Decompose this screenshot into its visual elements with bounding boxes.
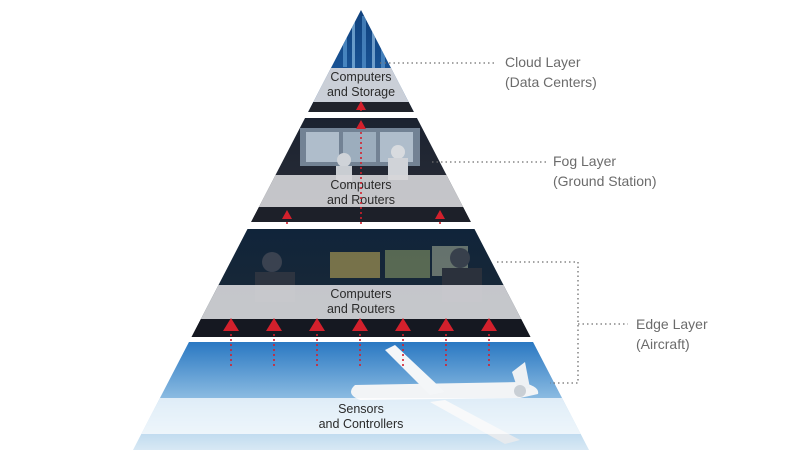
- cloud-band-label-line2: and Storage: [327, 85, 395, 99]
- cloud-layer-subtitle: (Data Centers): [505, 74, 597, 90]
- fog-band-shadow: [133, 207, 589, 222]
- edge-band-label-line1: Computers: [330, 287, 391, 301]
- fog-band-label-line1: Computers: [330, 178, 391, 192]
- up-arrow-icon: [395, 318, 411, 331]
- leader-lines: [380, 62, 628, 384]
- up-arrow-icon: [438, 318, 454, 331]
- cloud-band-strip: [133, 68, 589, 102]
- up-arrow-icon: [356, 101, 366, 110]
- band-gap: [133, 337, 589, 342]
- fog-layer-subtitle: (Ground Station): [553, 173, 657, 189]
- up-arrow-icon: [481, 318, 497, 331]
- cloud-band-shadow: [133, 102, 589, 112]
- edge-band-strip: [133, 285, 589, 319]
- cloud-band-label-line1: Computers: [330, 70, 391, 84]
- cloud-layer-title: Cloud Layer: [505, 54, 581, 70]
- band-gap: [133, 222, 589, 229]
- fog-layer-title: Fog Layer: [553, 153, 616, 169]
- up-arrow-icon: [282, 210, 292, 219]
- band-gap: [133, 112, 589, 118]
- fog-band-label-line2: and Routers: [327, 193, 395, 207]
- up-arrow-icon: [356, 120, 366, 129]
- up-arrow-icon: [309, 318, 325, 331]
- up-arrow-icon: [352, 318, 368, 331]
- sensor-band-label-line2: and Controllers: [319, 417, 404, 431]
- up-arrow-icon: [266, 318, 282, 331]
- up-arrow-icon: [223, 318, 239, 331]
- edge-leader-bracket: [497, 261, 579, 384]
- sensor-band-strip: [133, 398, 589, 434]
- sensor-band-label-line1: Sensors: [338, 402, 384, 416]
- up-arrow-icon: [435, 210, 445, 219]
- data-flow-arrows: [223, 101, 497, 366]
- edge-layer-subtitle: (Aircraft): [636, 336, 690, 352]
- edge-band-label-line2: and Routers: [327, 302, 395, 316]
- fog-band-strip: [133, 175, 589, 207]
- edge-layer-title: Edge Layer: [636, 316, 708, 332]
